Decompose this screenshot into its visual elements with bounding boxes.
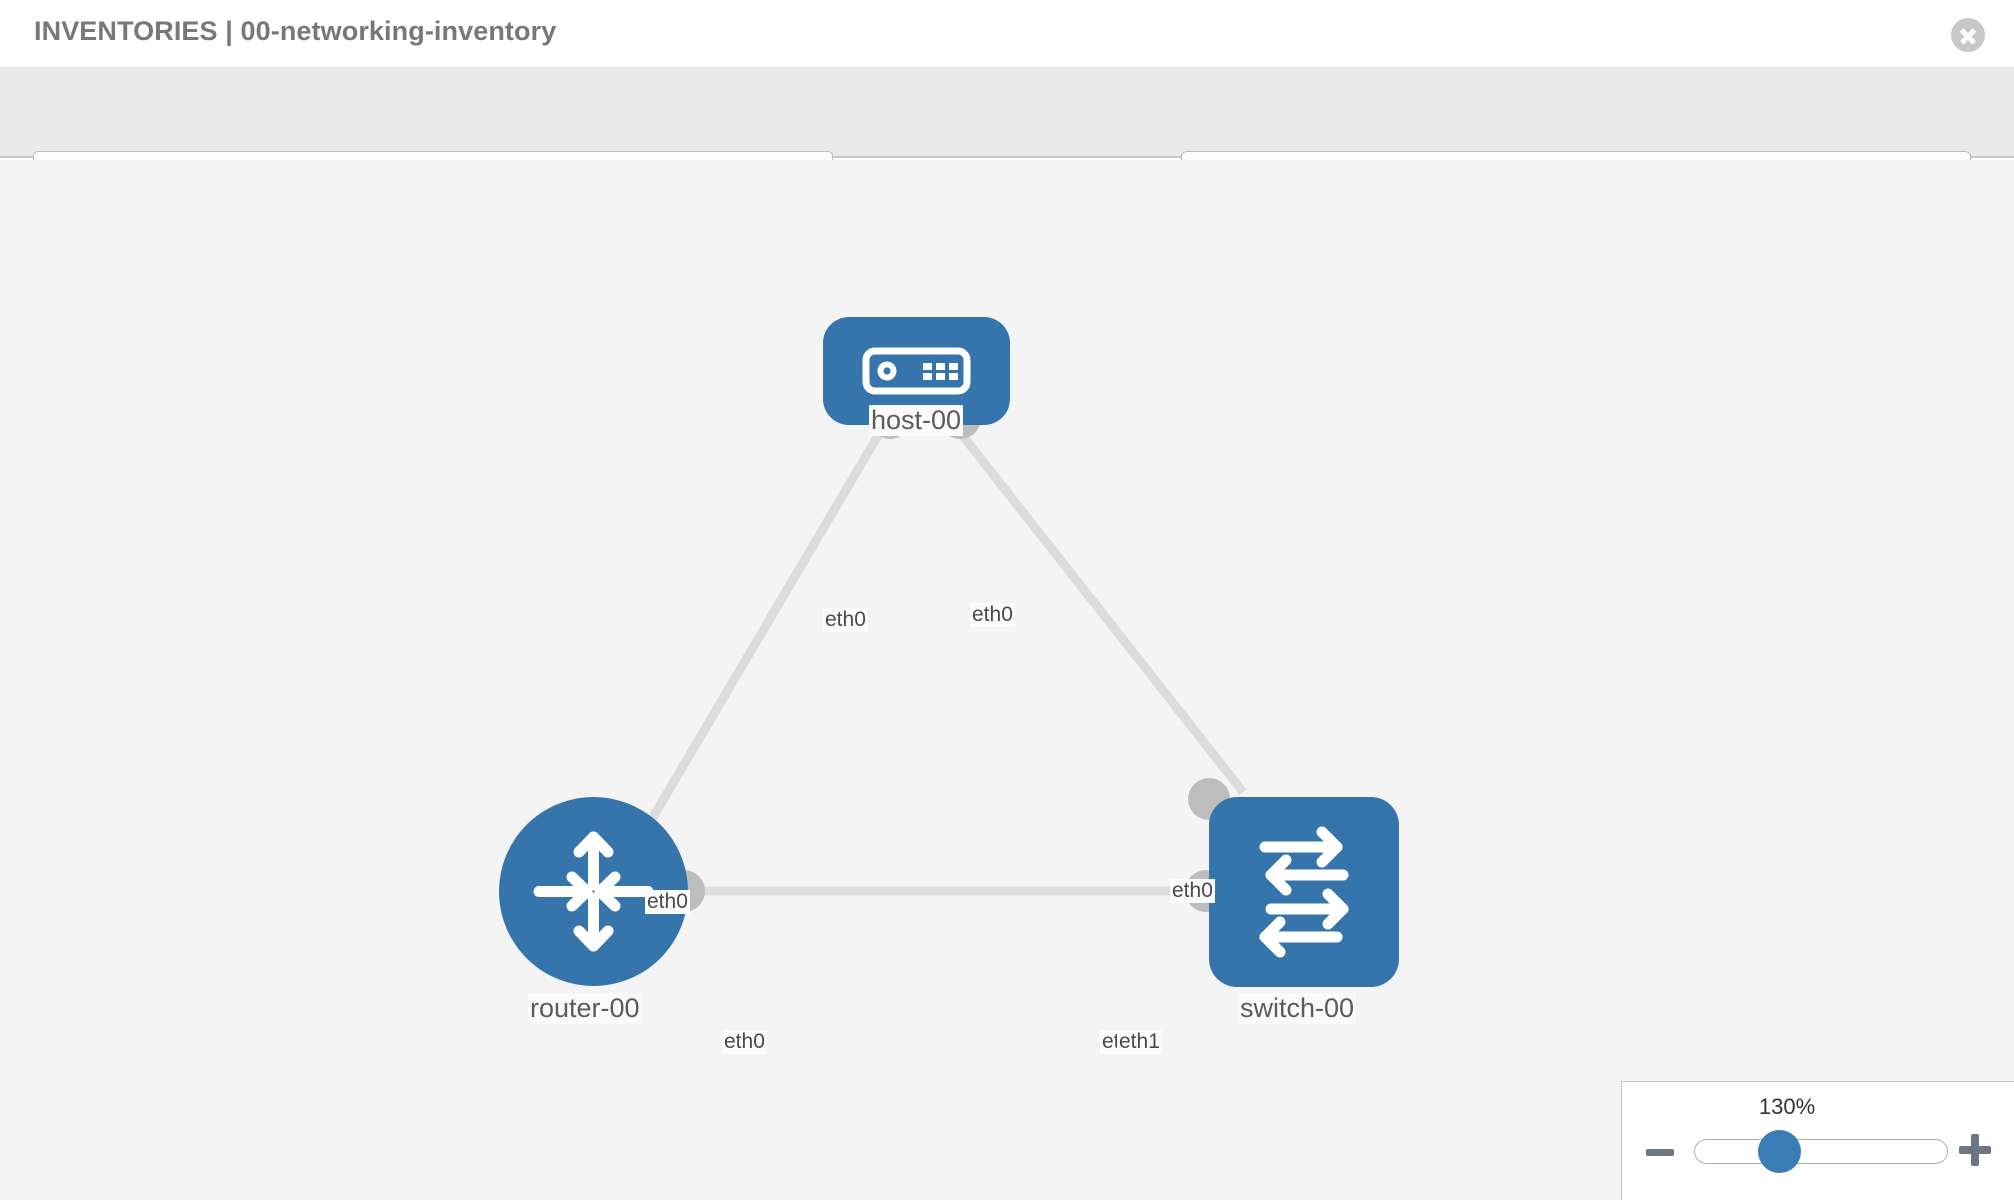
switch-arrows-icon <box>1259 826 1349 958</box>
link-host-router <box>606 419 890 893</box>
minus-icon-bar <box>1646 1149 1674 1156</box>
topology-links <box>606 419 1247 896</box>
link-label-host-left: eth0 <box>823 608 868 632</box>
toolbar: ACTIONS SEARCH <box>0 68 2014 208</box>
node-label-router-00: router-00 <box>528 993 642 1024</box>
page-header: INVENTORIES | 00-networking-inventory <box>0 0 2014 68</box>
node-shape-switch <box>1209 797 1399 987</box>
zoom-level-label: 130% <box>1758 1094 1816 1119</box>
node-label-switch-00: switch-00 <box>1238 993 1357 1024</box>
server-icon <box>862 347 971 395</box>
link-label-router-right: eth0 <box>722 1030 767 1054</box>
link-label-host-right: eth0 <box>970 603 1015 627</box>
page-title: INVENTORIES | 00-networking-inventory <box>34 16 557 46</box>
minus-icon[interactable] <box>1646 1138 1674 1166</box>
node-label-host-00: host-00 <box>869 405 964 436</box>
zoom-slider-thumb[interactable] <box>1758 1130 1801 1173</box>
zoom-slider-track[interactable] <box>1694 1139 1948 1164</box>
link-label-router-up: eth0 <box>645 890 690 914</box>
link-host-switch <box>948 419 1247 795</box>
link-label-switch-left-eth1: eth1 <box>1117 1030 1162 1054</box>
plus-icon-bar-v <box>1971 1134 1979 1166</box>
zoom-control-panel: 130% <box>1621 1081 2014 1200</box>
router-arrows-icon <box>533 831 654 952</box>
close-icon[interactable] <box>1951 18 1985 52</box>
plus-icon[interactable] <box>1959 1134 1991 1166</box>
topology-canvas[interactable]: host-00 <box>0 160 2014 1200</box>
link-label-switch-up: eth0 <box>1170 879 1215 903</box>
